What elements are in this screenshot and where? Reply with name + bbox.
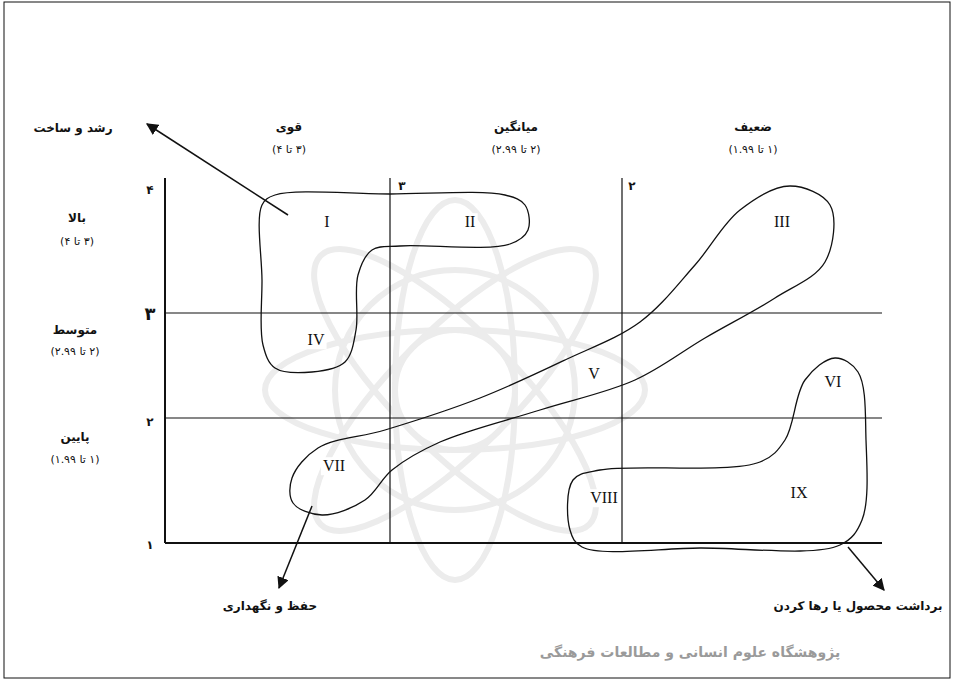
- grow-arrow: [147, 124, 288, 215]
- cell-number: VII: [321, 457, 347, 475]
- column-header: ضعیف: [734, 120, 772, 134]
- range-label: (۲ تا ۲.۹۹): [491, 143, 540, 156]
- grid-line: [165, 417, 882, 418]
- strategy-label: برداشت محصول یا رها کردن: [774, 599, 943, 613]
- range-label: (۲ تا ۲.۹۹): [50, 345, 99, 358]
- hold-arrow: [279, 506, 312, 588]
- grid-line: [621, 178, 622, 543]
- cell-number: V: [586, 365, 602, 383]
- y-axis: [164, 178, 166, 543]
- column-header: میانگین: [494, 120, 538, 134]
- strategy-label: رشد و ساخت: [33, 121, 112, 135]
- row-header: متوسط: [53, 323, 98, 337]
- watermark-petal: [265, 330, 645, 450]
- watermark-rosette: [265, 200, 645, 580]
- watermark-petal: [395, 200, 515, 580]
- region-outline: [286, 180, 836, 521]
- cell-number: II: [463, 213, 478, 231]
- strategy-region: IIIIV: [256, 188, 534, 378]
- region-outline-path: [290, 186, 834, 515]
- strategy-arrows: [147, 124, 884, 590]
- region-outline-path: [567, 358, 867, 552]
- row-header: پایین: [60, 430, 89, 444]
- cell-number: I: [322, 213, 331, 231]
- x-axis: [165, 542, 882, 544]
- grid-line: [389, 178, 390, 543]
- strategy-label: حفظ و نگهداری: [223, 599, 317, 613]
- tick-label: ۳: [145, 303, 156, 325]
- harvest-arrow: [848, 547, 884, 590]
- column-header: قوی: [276, 120, 302, 134]
- tick-label: ۳: [398, 179, 405, 193]
- range-label: (۳ تا ۴): [60, 235, 94, 248]
- cell-number: IV: [306, 331, 327, 349]
- range-label: (۱ تا ۱.۹۹): [50, 453, 99, 466]
- cell-number: VI: [823, 373, 844, 391]
- tick-label: ۲: [146, 415, 153, 429]
- range-label: (۳ تا ۴): [272, 143, 306, 156]
- grid: [165, 178, 882, 543]
- tick-label: ۱: [146, 538, 153, 552]
- range-label: (۱ تا ۱.۹۹): [728, 143, 777, 156]
- row-header: بالا: [68, 211, 86, 225]
- cell-number: IX: [789, 484, 810, 502]
- watermark: پژوهشگاه علوم انسانی و مطالعات فرهنگی: [540, 644, 840, 661]
- frame: [4, 2, 950, 678]
- region-outline-path: [259, 192, 529, 373]
- cell-number: VIII: [588, 489, 620, 507]
- grid-line: [165, 312, 882, 313]
- strategy-region: IIIVVII: [286, 180, 836, 521]
- tick-label: ۴: [146, 183, 153, 197]
- strategy-region: VI VIII IX: [564, 352, 872, 554]
- tick-label: ۲: [628, 179, 635, 193]
- cell-number: III: [772, 213, 792, 231]
- region-outline: [256, 188, 534, 378]
